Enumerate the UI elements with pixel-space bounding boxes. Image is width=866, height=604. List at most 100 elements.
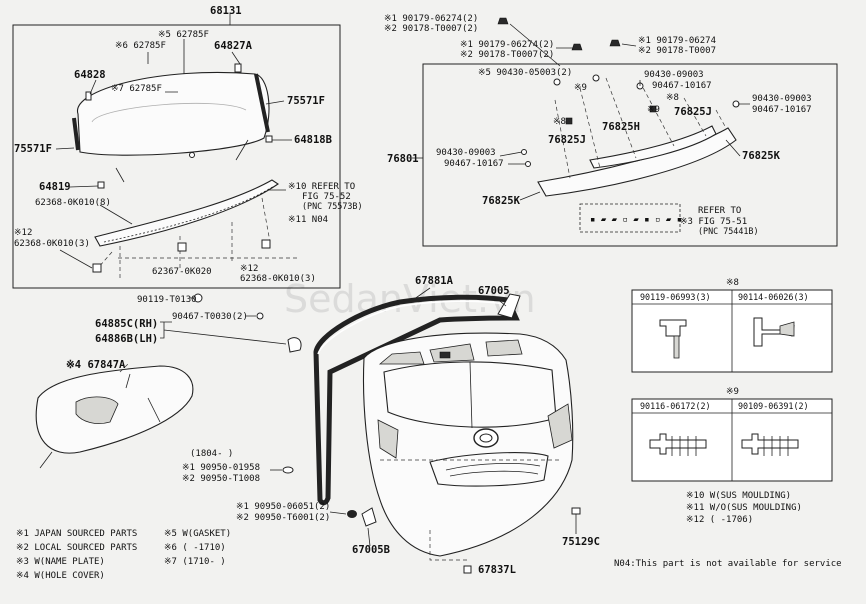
legend-mid-0: ※5 W(GASKET) — [164, 529, 231, 539]
clip-64827a — [234, 63, 242, 73]
label-90467-10167-a: 90467-10167 — [652, 81, 712, 91]
label-67847a: ※4 67847A — [66, 359, 126, 371]
label-64819: 64819 — [39, 181, 71, 193]
clip-62368-left — [92, 263, 102, 273]
label-62368-3-left-a: ※12 — [14, 228, 32, 238]
label-top-b2: ※2 90178-T0007(2) — [460, 50, 554, 60]
label-top-a2: ※2 90178-T0007(2) — [384, 24, 478, 34]
refer-75-c: (PNC 75441B) — [698, 226, 759, 236]
label-x9-b: ※9 — [647, 105, 660, 115]
label-68131: 68131 — [210, 5, 242, 17]
clip-64818b — [265, 135, 273, 143]
legend-left-2: ※3 W(NAME PLATE) — [16, 557, 105, 567]
label-76825j-a: 76825J — [548, 134, 586, 146]
label-67881a: 67881A — [415, 275, 454, 287]
back-window-glass — [77, 71, 270, 156]
label-range-1804: (1804- ) — [190, 449, 233, 459]
label-90430-05003: ※5 90430-05003(2) — [478, 68, 572, 78]
label-62368-8: 62368-0K010(8) — [35, 198, 111, 208]
legend-right-1: ※11 W/O(SUS MOULDING) — [686, 503, 802, 513]
label-90950-t1008: ※2 90950-T1008 — [182, 474, 260, 484]
label-90467-t0030: 90467-T0030(2) — [172, 312, 248, 322]
label-90119-t0130: 90119-T0130 — [137, 295, 197, 305]
label-75571f-left: 75571F — [14, 143, 52, 155]
label-top-b1: ※1 90179-06274(2) — [460, 40, 554, 50]
label-90467-10167-b: 90467-10167 — [752, 105, 812, 115]
clip-62367 — [177, 242, 187, 252]
label-90430-09003-b: 90430-09003 — [752, 94, 812, 104]
rear-spoiler — [537, 127, 737, 197]
clip-64828 — [85, 91, 92, 101]
refer-75-b: ※3 FIG 75-51 — [680, 217, 747, 227]
label-67005b: 67005B — [352, 544, 390, 556]
table-x8-col-0: 90119-06993(3) — [640, 292, 711, 302]
footnote-n04: N04:This part is not available for servi… — [614, 559, 842, 569]
label-62368-3-right-a: ※12 — [240, 264, 258, 274]
label-62367: 62367-0K020 — [152, 267, 212, 277]
label-64886b: 64886B(LH) — [95, 333, 158, 345]
label-62368-3-right-b: 62368-0K010(3) — [240, 274, 316, 284]
legend-left-3: ※4 W(HOLE COVER) — [16, 571, 105, 581]
refer-75-a: REFER TO — [698, 206, 741, 216]
label-90430-09003-c: 90430-09003 — [436, 148, 496, 158]
clip-64819 — [97, 181, 105, 189]
spoiler-group-box — [422, 63, 838, 247]
table-x9-title: ※9 — [726, 387, 739, 397]
label-90950-01958: ※1 90950-01958 — [182, 463, 260, 473]
label-76825j-b: 76825J — [674, 106, 712, 118]
label-76825k-left: 76825K — [482, 195, 521, 207]
hinge-64885c — [287, 337, 302, 353]
label-64827a: 64827A — [214, 40, 253, 52]
high-mount-stop-lamp — [589, 125, 717, 169]
label-76825h: 76825H — [602, 121, 640, 133]
label-x9-a: ※9 — [574, 83, 587, 93]
label-67005: 67005 — [478, 285, 510, 297]
note-10-a: ※10 REFER TO — [288, 182, 355, 192]
license-garnish — [429, 452, 549, 487]
clip-75129c — [571, 507, 581, 515]
legend-right-0: ※10 W(SUS MOULDING) — [686, 491, 791, 501]
door-fasteners: (1804- ) ※1 90950-01958 ※2 90950-T1008 ※… — [182, 449, 600, 576]
note-11: ※11 N04 — [288, 215, 328, 225]
label-64818b: 64818B — [294, 134, 332, 146]
name-plate-box — [579, 203, 681, 233]
label-62785f-7: ※7 62785F — [111, 84, 162, 94]
label-62785f-6: ※6 62785F — [115, 41, 166, 51]
moulding-75571f-right — [254, 73, 270, 133]
table-x8: ※8 90119-06993(3) 90114-06026(3) — [631, 278, 833, 373]
spoiler-group: 76801 ※1 90179-06274(2) ※2 90178-T0007(2… — [384, 14, 838, 247]
label-x8-a: ※8 — [666, 93, 679, 103]
emblem — [473, 428, 499, 448]
label-top-a1: ※1 90179-06274(2) — [384, 14, 478, 24]
legend-mid-1: ※6 ( -1710) — [164, 543, 226, 553]
name-plate-glyphs: ▪ ▰ ▰ ▫ ▰ ▪ ▫ ▰ ▪ — [590, 215, 682, 225]
glass-group-box — [12, 24, 341, 289]
label-76825k-right: 76825K — [742, 150, 781, 162]
label-75571f-right: 75571F — [287, 95, 325, 107]
note-10-c: (PNC 75573B) — [302, 201, 363, 211]
label-90950-06051: ※1 90950-06051(2) — [236, 502, 330, 512]
note-10-b: FIG 75-52 — [302, 192, 351, 202]
label-62785f-5: ※5 62785F — [158, 30, 209, 40]
table-x8-title: ※8 — [726, 278, 739, 288]
label-x8-b: ※8 — [553, 117, 566, 127]
clip-62368-right — [261, 239, 271, 249]
label-64885c: 64885C(RH) — [95, 318, 158, 330]
legend: ※1 JAPAN SOURCED PARTS ※2 LOCAL SOURCED … — [16, 491, 842, 581]
label-90950-t6001: ※2 90950-T6001(2) — [236, 513, 330, 523]
label-90467-10167-c: 90467-10167 — [444, 159, 504, 169]
label-62368-3-left-b: 62368-0K010(3) — [14, 239, 90, 249]
legend-right-2: ※12 ( -1706) — [686, 515, 753, 525]
legend-left-1: ※2 LOCAL SOURCED PARTS — [16, 543, 137, 553]
label-76801: 76801 — [387, 153, 419, 165]
label-top-c2: ※2 90178-T0007 — [638, 46, 716, 56]
legend-mid-2: ※7 (1710- ) — [164, 557, 226, 567]
moulding-75571f-left — [72, 117, 80, 151]
label-64828: 64828 — [74, 69, 106, 81]
stay-67005b — [361, 507, 377, 527]
glass-group: 68131 ※6 62785F ※5 62785F 64827A 64828 ※… — [12, 5, 363, 289]
spoiler-garnish — [94, 179, 279, 247]
table-x8-col-1: 90114-06026(3) — [738, 292, 809, 302]
